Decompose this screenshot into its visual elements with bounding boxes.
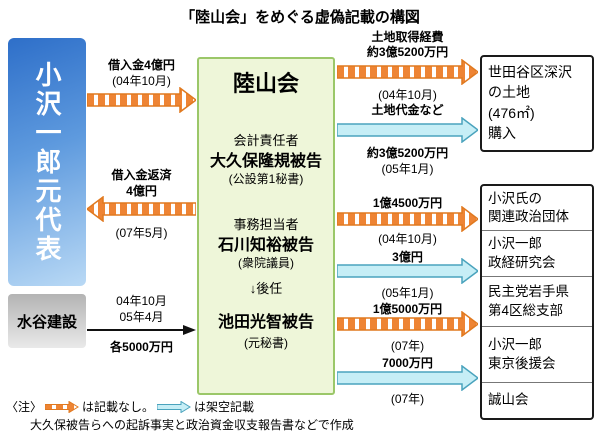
org-minshuto-iwate: 民主党岩手県 第4区総支部 bbox=[482, 276, 592, 326]
land-payment-label-2: 約3億5200万円 bbox=[366, 146, 449, 160]
ikeda-note: (元秘書) bbox=[244, 336, 288, 350]
flow-300m-label: 3億円 bbox=[392, 250, 423, 264]
rikuzankai-title: 陸山会 bbox=[232, 71, 299, 96]
page-title: 「陸山会」をめぐる虚偽記載の構図 bbox=[180, 9, 420, 26]
ozawa-label: 小沢一郎元代表 bbox=[32, 60, 62, 264]
ishikawa-note: (衆院議員) bbox=[238, 256, 294, 270]
mizutani-date-1: 04年10月 bbox=[116, 294, 167, 308]
mizutani-amount: 各5000万円 bbox=[110, 340, 173, 354]
loan-label: 借入金4億円 bbox=[108, 58, 175, 72]
flow-150m-label: 1億5000万円 bbox=[372, 302, 443, 316]
land-payment-arrow-icon bbox=[337, 117, 478, 143]
loan-date: (04年10月) bbox=[112, 74, 171, 88]
orgs-box: 小沢氏の 関連政治団体 小沢一郎 政経研究会 民主党岩手県 第4区総支部 小沢一… bbox=[480, 184, 594, 420]
land-payment-label-1: 土地代金など bbox=[371, 103, 444, 117]
legend-orange-meaning: は記載なし。 bbox=[82, 400, 155, 414]
legend-row: 〈注〉 は記載なし。 は架空記載 bbox=[6, 398, 254, 415]
clerical-role-label: 事務担当者 bbox=[233, 217, 299, 232]
flow-70m-label: 7000万円 bbox=[382, 356, 433, 370]
flow-150m-date: (07年) bbox=[390, 339, 425, 353]
loan-arrow-icon bbox=[87, 87, 196, 113]
repayment-arrow-icon bbox=[87, 196, 196, 222]
repayment-label-2: 4億円 bbox=[126, 184, 157, 198]
land-acquisition-date: (04年10月) bbox=[378, 88, 437, 102]
successor-down-arrow-icon: ↓ bbox=[249, 281, 257, 296]
accounting-role-label: 会計責任者 bbox=[233, 133, 299, 148]
mizutani-arrow-icon bbox=[87, 325, 196, 335]
land-line-4: 購入 bbox=[488, 124, 516, 141]
land-payment-date: (05年1月) bbox=[381, 162, 434, 176]
flow-150m-arrow-icon bbox=[337, 311, 478, 337]
org-tokyo-koenkai: 小沢一郎 東京後援会 bbox=[482, 326, 592, 382]
repayment-label-1: 借入金返済 bbox=[111, 168, 172, 182]
land-line-2: の土地 bbox=[488, 84, 530, 101]
land-acquisition-label-2: 約3億5200万円 bbox=[366, 45, 449, 59]
mizutani-label: 水谷建設 bbox=[16, 313, 77, 331]
orgs-header: 小沢氏の 関連政治団体 bbox=[488, 190, 569, 224]
repayment-date: (07年5月) bbox=[115, 226, 168, 240]
flow-300m-arrow-icon bbox=[337, 258, 478, 284]
flow-145m-date: (04年10月) bbox=[378, 232, 437, 246]
okubo-note: (公設第1秘書) bbox=[228, 172, 304, 186]
legend-cyan-arrow-icon bbox=[157, 400, 191, 413]
legend-cyan-meaning: は架空記載 bbox=[194, 400, 255, 414]
legend-note-label: 〈注〉 bbox=[6, 400, 43, 414]
legend-orange-arrow-icon bbox=[45, 400, 79, 413]
source-note: 大久保被告らへの起訴事実と政治資金収支報告書などで作成 bbox=[30, 418, 354, 432]
flow-300m-date: (05年1月) bbox=[381, 286, 434, 300]
mizutani-box: 水谷建設 bbox=[8, 294, 86, 348]
land-box: 世田谷区深沢 の土地 (476㎡) 購入 bbox=[480, 55, 594, 152]
flow-70m-arrow-icon bbox=[337, 365, 478, 391]
org-seizankai: 誠山会 bbox=[482, 382, 592, 418]
mizutani-date-2: 05年4月 bbox=[119, 310, 164, 324]
flow-145m-label: 1億4500万円 bbox=[372, 196, 443, 210]
ishikawa-name: 石川知裕被告 bbox=[217, 237, 314, 254]
successor-label: ↓後任 bbox=[249, 281, 283, 296]
land-line-1: 世田谷区深沢 bbox=[488, 64, 572, 80]
okubo-name: 大久保隆規被告 bbox=[209, 153, 322, 170]
ozawa-box: 小沢一郎元代表 bbox=[8, 38, 86, 286]
org-seikei-kenkyukai: 小沢一郎 政経研究会 bbox=[482, 230, 592, 276]
ikeda-name: 池田光智被告 bbox=[217, 314, 314, 331]
land-acquisition-label-1: 土地取得経費 bbox=[371, 30, 444, 44]
land-line-3: (476㎡) bbox=[488, 104, 535, 121]
flow-145m-arrow-icon bbox=[337, 206, 478, 232]
land-acquisition-arrow-icon bbox=[337, 59, 478, 85]
flow-70m-date: (07年) bbox=[390, 392, 425, 406]
rikuzankai-box bbox=[197, 57, 335, 395]
